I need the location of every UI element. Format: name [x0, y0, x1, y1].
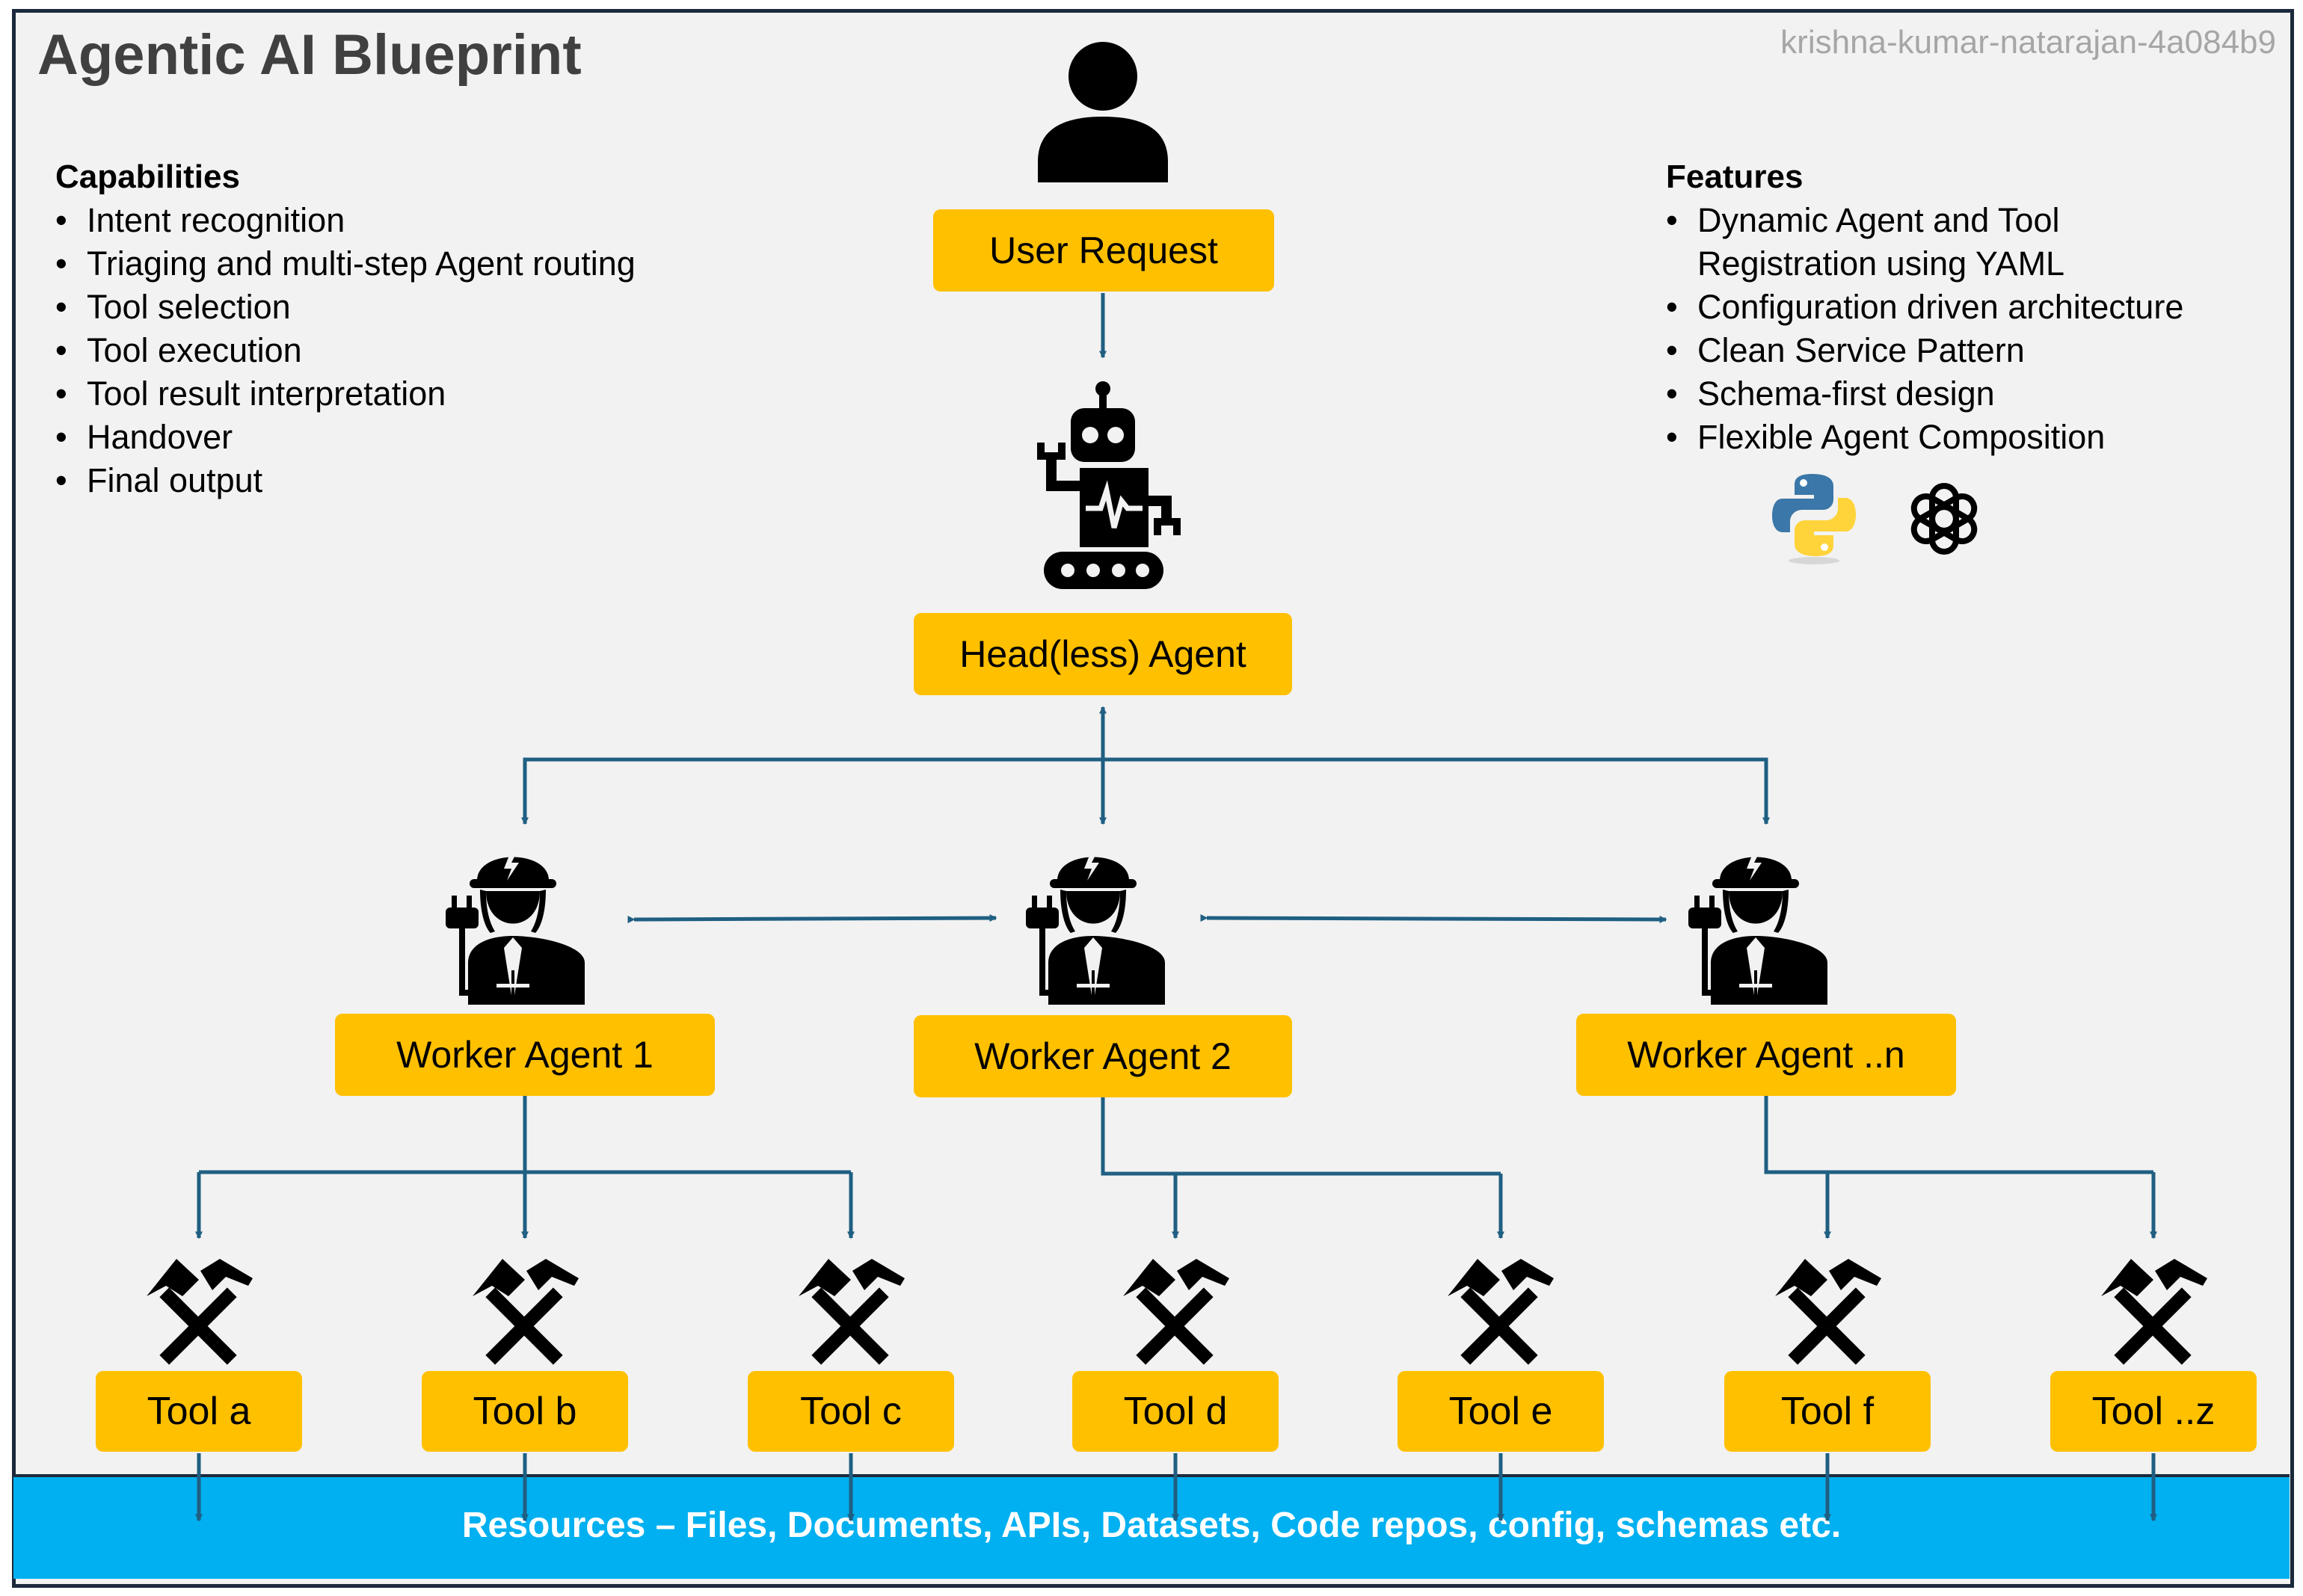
hammer-pick-icon [2101, 1259, 2207, 1365]
capabilities-list: Intent recognition Triaging and multi-st… [55, 199, 636, 502]
tool-c-node: Tool c [748, 1371, 954, 1452]
feature-item: Configuration driven architecture [1666, 286, 2234, 329]
connector-worker1-worker2 [627, 914, 997, 924]
capability-item: Intent recognition [55, 199, 636, 242]
capabilities-heading: Capabilities [55, 158, 240, 195]
capability-item: Tool execution [55, 329, 636, 372]
tool-d-node: Tool d [1072, 1371, 1279, 1452]
connector-workern-tools [1764, 1096, 2153, 1174]
worker-icon [1026, 854, 1165, 1005]
connector-bus [523, 757, 1768, 822]
hammer-pick-icon [147, 1259, 253, 1365]
resources-label: Resources – Files, Documents, APIs, Data… [461, 1505, 1842, 1545]
head-agent-node: Head(less) Agent [914, 613, 1292, 695]
connector-worker2-tools [1101, 1097, 1501, 1176]
capability-item: Final output [55, 459, 636, 502]
tool-f-node: Tool f [1724, 1371, 1931, 1452]
worker-agent-label: Worker Agent ..n [1627, 1034, 1905, 1076]
tool-label: Tool ..z [2091, 1390, 2216, 1433]
robot-icon [1037, 381, 1181, 589]
tool-e-node: Tool e [1398, 1371, 1604, 1452]
feature-item: Schema-first design [1666, 372, 2234, 416]
tool-label: Tool b [473, 1390, 577, 1433]
hammer-pick-icon [1123, 1259, 1229, 1365]
tool-label: Tool f [1780, 1390, 1875, 1433]
resources-band: Resources – Files, Documents, APIs, Data… [13, 1474, 2290, 1579]
worker-icon [446, 854, 585, 1005]
capability-item: Tool result interpretation [55, 372, 636, 416]
feature-item: Clean Service Pattern [1666, 329, 2234, 372]
tool-label: Tool a [147, 1390, 251, 1433]
capabilities-panel: Capabilities Intent recognition Triaging… [55, 155, 636, 502]
user-request-node: User Request [933, 209, 1274, 292]
user-icon [1038, 42, 1168, 182]
capability-item: Tool selection [55, 286, 636, 329]
tool-z-node: Tool ..z [2050, 1371, 2257, 1452]
hammer-pick-icon [799, 1259, 905, 1365]
feature-item: Flexible Agent Composition [1666, 416, 2234, 459]
worker-agent-1-node: Worker Agent 1 [335, 1014, 715, 1096]
page-title: Agentic AI Blueprint [37, 23, 582, 87]
openai-logo-icon [1910, 483, 1978, 555]
tool-label: Tool e [1448, 1390, 1553, 1433]
author-watermark: krishna-kumar-natarajan-4a084b9 [1780, 24, 2276, 61]
tool-label: Tool c [800, 1390, 902, 1433]
worker-agent-n-node: Worker Agent ..n [1576, 1014, 1956, 1096]
hammer-pick-icon [473, 1259, 579, 1365]
features-heading: Features [1666, 158, 1804, 195]
worker-agent-2-node: Worker Agent 2 [914, 1015, 1292, 1097]
worker-agent-label: Worker Agent 1 [396, 1034, 654, 1076]
capability-item: Triaging and multi-step Agent routing [55, 242, 636, 286]
tool-label: Tool d [1123, 1390, 1228, 1433]
features-panel: Features Dynamic Agent and Tool Registra… [1666, 155, 2234, 459]
feature-item: Dynamic Agent and Tool Registration usin… [1666, 199, 2234, 286]
head-agent-label: Head(less) Agent [959, 633, 1246, 675]
features-list: Dynamic Agent and Tool Registration usin… [1666, 199, 2234, 459]
python-logo-icon [1772, 474, 1856, 564]
capability-item: Handover [55, 416, 636, 459]
connector-worker2-workern [1200, 913, 1667, 923]
tool-a-node: Tool a [96, 1371, 302, 1452]
user-request-label: User Request [989, 229, 1218, 271]
tool-b-node: Tool b [422, 1371, 628, 1452]
hammer-pick-icon [1448, 1259, 1554, 1365]
hammer-pick-icon [1775, 1259, 1881, 1365]
worker-agent-label: Worker Agent 2 [974, 1035, 1232, 1077]
worker-icon [1688, 854, 1827, 1005]
